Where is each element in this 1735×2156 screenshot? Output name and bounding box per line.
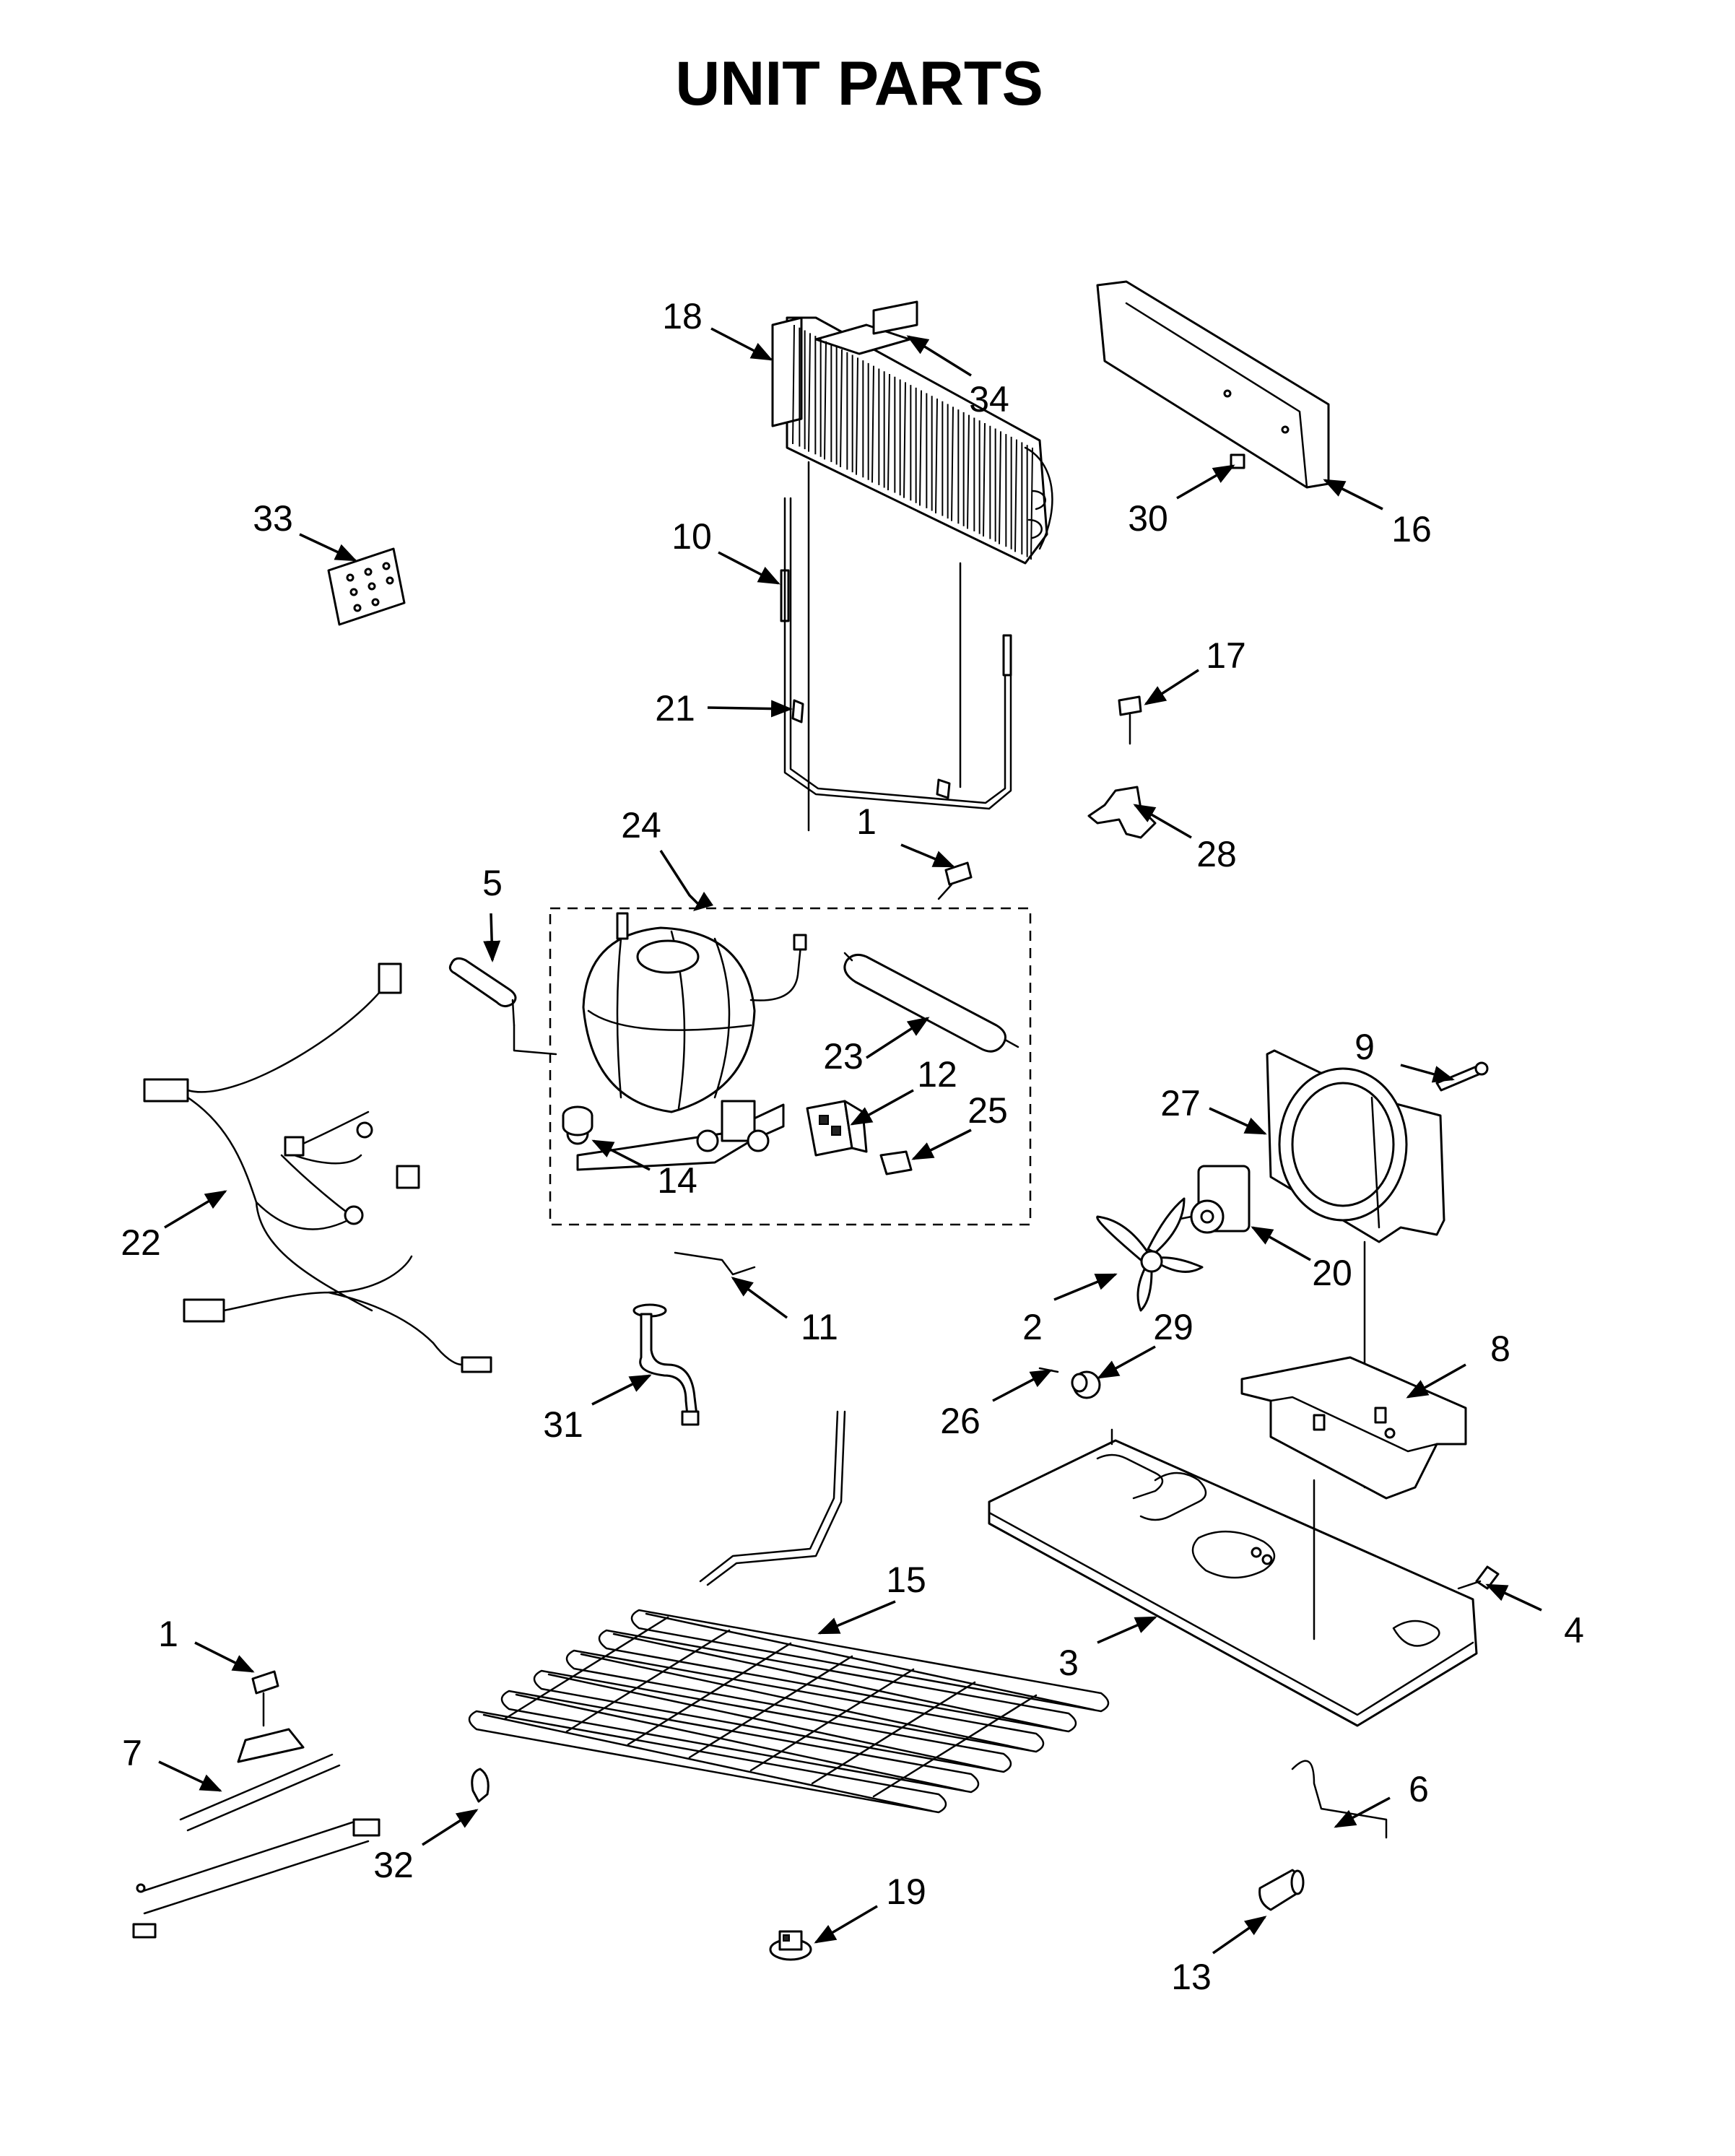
callout-26: 26	[940, 1401, 980, 1441]
control-board-drawing	[327, 547, 406, 626]
callout-33: 33	[253, 498, 293, 539]
condenser-cover-drawing	[1096, 280, 1330, 489]
callout-19: 19	[886, 1872, 926, 1912]
sleeve-drawing	[1258, 1869, 1305, 1911]
grommet-drawing	[562, 1105, 593, 1136]
relay-drawing	[806, 1100, 868, 1157]
heater-drawing	[132, 1728, 381, 1939]
strap-drawing	[448, 957, 557, 1056]
screw-1-bottom-drawing	[251, 1670, 279, 1727]
callout-numbers: 18 34 16 30 33 10 21 17 28 24 1 5 23 12 …	[121, 296, 1584, 1997]
cap-drawing	[879, 1150, 913, 1175]
wire-6-drawing	[1291, 1760, 1388, 1839]
page-title: UNIT PARTS	[675, 49, 1043, 118]
fan-motor-drawing	[1179, 1165, 1251, 1234]
callout-4: 4	[1564, 1610, 1584, 1651]
callout-27: 27	[1160, 1083, 1201, 1123]
fan-bracket-drawing	[1240, 1356, 1467, 1500]
wire-harness-drawing	[143, 962, 492, 1373]
bushing-drawing	[1071, 1370, 1101, 1399]
callout-8: 8	[1490, 1329, 1510, 1369]
callout-15: 15	[886, 1560, 926, 1600]
callout-5: 5	[482, 863, 503, 903]
callout-25: 25	[967, 1090, 1008, 1131]
callout-30: 30	[1128, 498, 1168, 539]
screw-1-top-drawing	[937, 861, 973, 900]
callout-29: 29	[1153, 1307, 1193, 1347]
evap-clip-drawing	[471, 1768, 490, 1803]
callout-12: 12	[917, 1054, 957, 1095]
tubing-frame-drawing	[780, 497, 1012, 810]
callout-11: 11	[801, 1307, 838, 1347]
wire-11-drawing	[674, 1251, 756, 1276]
callout-9: 9	[1354, 1027, 1375, 1067]
callout-1-top: 1	[856, 801, 877, 842]
callout-17: 17	[1206, 635, 1246, 676]
callout-34: 34	[969, 379, 1009, 420]
callout-31: 31	[543, 1404, 583, 1445]
callout-24: 24	[621, 805, 661, 846]
callout-7: 7	[122, 1733, 142, 1773]
callout-2: 2	[1022, 1307, 1043, 1347]
arrow-24-head	[693, 892, 713, 911]
callout-16: 16	[1391, 509, 1432, 549]
callout-28: 28	[1196, 834, 1237, 874]
screw-17-drawing	[1118, 695, 1142, 745]
leader-lines	[158, 327, 1542, 1955]
compressor-drawing	[566, 912, 807, 1171]
callout-18: 18	[662, 296, 703, 336]
evaporator-coil-drawing	[468, 1410, 1110, 1814]
screw-9-drawing	[1435, 1061, 1489, 1092]
drier-drawing	[843, 952, 1019, 1053]
callout-1-bottom: 1	[158, 1614, 178, 1654]
bracket-drawing	[1087, 786, 1157, 839]
callout-3: 3	[1058, 1643, 1079, 1683]
callout-22: 22	[121, 1222, 161, 1263]
fan-shroud-drawing	[1266, 1049, 1445, 1489]
callout-32: 32	[373, 1845, 414, 1885]
callout-6: 6	[1409, 1769, 1429, 1809]
callout-21: 21	[655, 688, 695, 729]
screw-4-drawing	[1457, 1565, 1500, 1590]
callout-10: 10	[671, 516, 712, 557]
clip-drawing	[1230, 453, 1245, 469]
callout-23: 23	[823, 1036, 864, 1077]
defrost-thermostat-drawing	[769, 1930, 812, 1961]
callout-13: 13	[1171, 1957, 1212, 1997]
base-pan-drawing	[988, 1428, 1478, 1727]
callout-20: 20	[1312, 1253, 1352, 1293]
fan-blade-drawing	[1096, 1197, 1204, 1312]
callout-14: 14	[657, 1160, 697, 1201]
drain-tube-drawing	[632, 1303, 700, 1426]
condenser-pad-drawing	[872, 300, 918, 335]
